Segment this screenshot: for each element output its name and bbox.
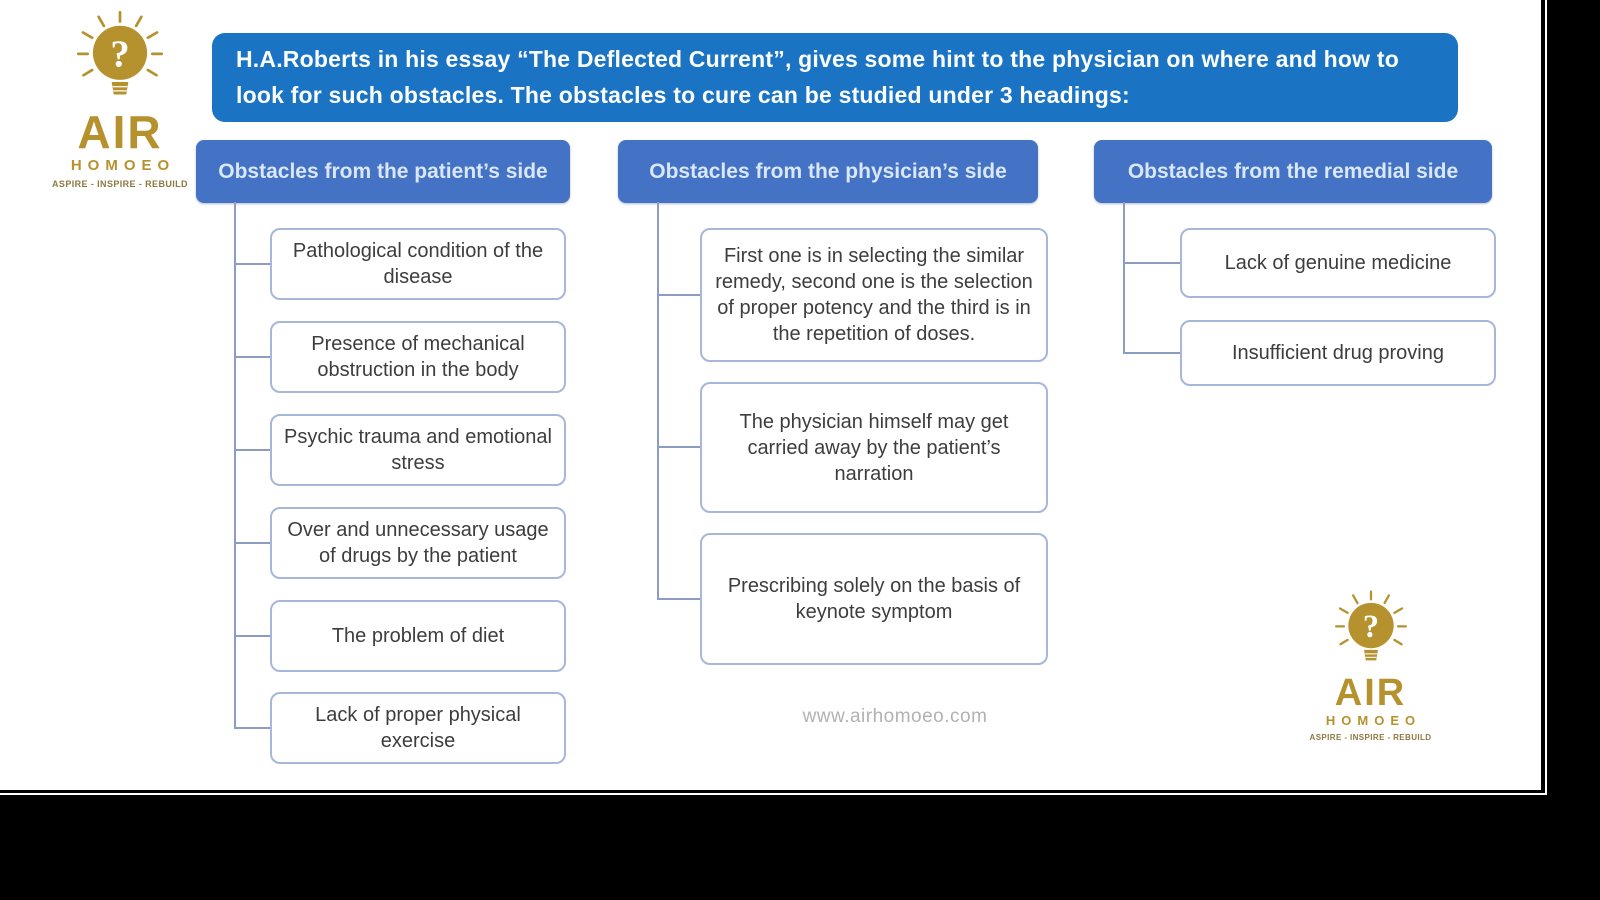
logo-tagline: ASPIRE - INSPIRE - REBUILD: [1309, 733, 1432, 743]
node-drug-overuse: Over and unnecessary usage of drugs by t…: [270, 507, 566, 579]
connector-line: [1123, 202, 1125, 354]
node-pathological-condition: Pathological condition of the disease: [270, 228, 566, 300]
connector-line: [1123, 352, 1180, 354]
bulb-question-icon: ?: [1334, 590, 1407, 661]
connector-line: [234, 263, 270, 265]
node-mechanical-obstruction: Presence of mechanical obstruction in th…: [270, 321, 566, 393]
air-homoeo-logo-top-left: ? AIR HOMOEO ASPIRE - INSPIRE - REBUILD: [30, 8, 210, 189]
node-remedy-potency-doses: First one is in selecting the similar re…: [700, 228, 1048, 362]
frame-line-horizontal: [0, 793, 1547, 795]
connector-line: [234, 542, 270, 544]
website-url: www.airhomoeo.com: [802, 706, 988, 727]
logo-sub-text: HOMOEO: [70, 156, 176, 174]
connector-line: [234, 635, 270, 637]
frame-line-vertical: [1545, 0, 1547, 795]
column-header-patient-side: Obstacles from the patient’s side: [196, 140, 570, 203]
svg-text:?: ?: [110, 33, 129, 75]
title-banner: H.A.Roberts in his essay “The Deflected …: [212, 33, 1458, 122]
node-problem-of-diet: The problem of diet: [270, 600, 566, 672]
node-lack-genuine-medicine: Lack of genuine medicine: [1180, 228, 1496, 298]
node-lack-of-exercise: Lack of proper physical exercise: [270, 692, 566, 764]
logo-brand-text: AIR: [1334, 672, 1407, 714]
connector-line: [234, 727, 270, 729]
connector-line: [1123, 262, 1180, 264]
connector-line: [234, 356, 270, 358]
connector-line: [657, 294, 700, 296]
node-keynote-prescribing: Prescribing solely on the basis of keyno…: [700, 533, 1048, 665]
connector-line: [234, 449, 270, 451]
connector-line: [657, 446, 700, 448]
air-homoeo-logo-bottom-right: ? AIR HOMOEO ASPIRE - INSPIRE - REBUILD: [1288, 588, 1453, 742]
node-insufficient-drug-proving: Insufficient drug proving: [1180, 320, 1496, 386]
node-psychic-trauma: Psychic trauma and emotional stress: [270, 414, 566, 486]
bulb-question-icon: ?: [76, 10, 164, 95]
logo-brand-text: AIR: [77, 106, 163, 158]
svg-text:?: ?: [1362, 608, 1378, 644]
title-banner-text: H.A.Roberts in his essay “The Deflected …: [236, 45, 1399, 108]
connector-line: [657, 598, 700, 600]
logo-sub-text: HOMOEO: [1325, 713, 1422, 729]
slide-page: ? AIR HOMOEO ASPIRE - INSPIRE - REBUILD …: [0, 0, 1541, 790]
column-header-physician-side: Obstacles from the physician’s side: [618, 140, 1038, 203]
connector-line: [234, 202, 236, 729]
column-header-remedial-side: Obstacles from the remedial side: [1094, 140, 1492, 203]
logo-tagline: ASPIRE - INSPIRE - REBUILD: [52, 178, 188, 189]
node-carried-away-by-narration: The physician himself may get carried aw…: [700, 382, 1048, 513]
connector-line: [657, 202, 659, 599]
